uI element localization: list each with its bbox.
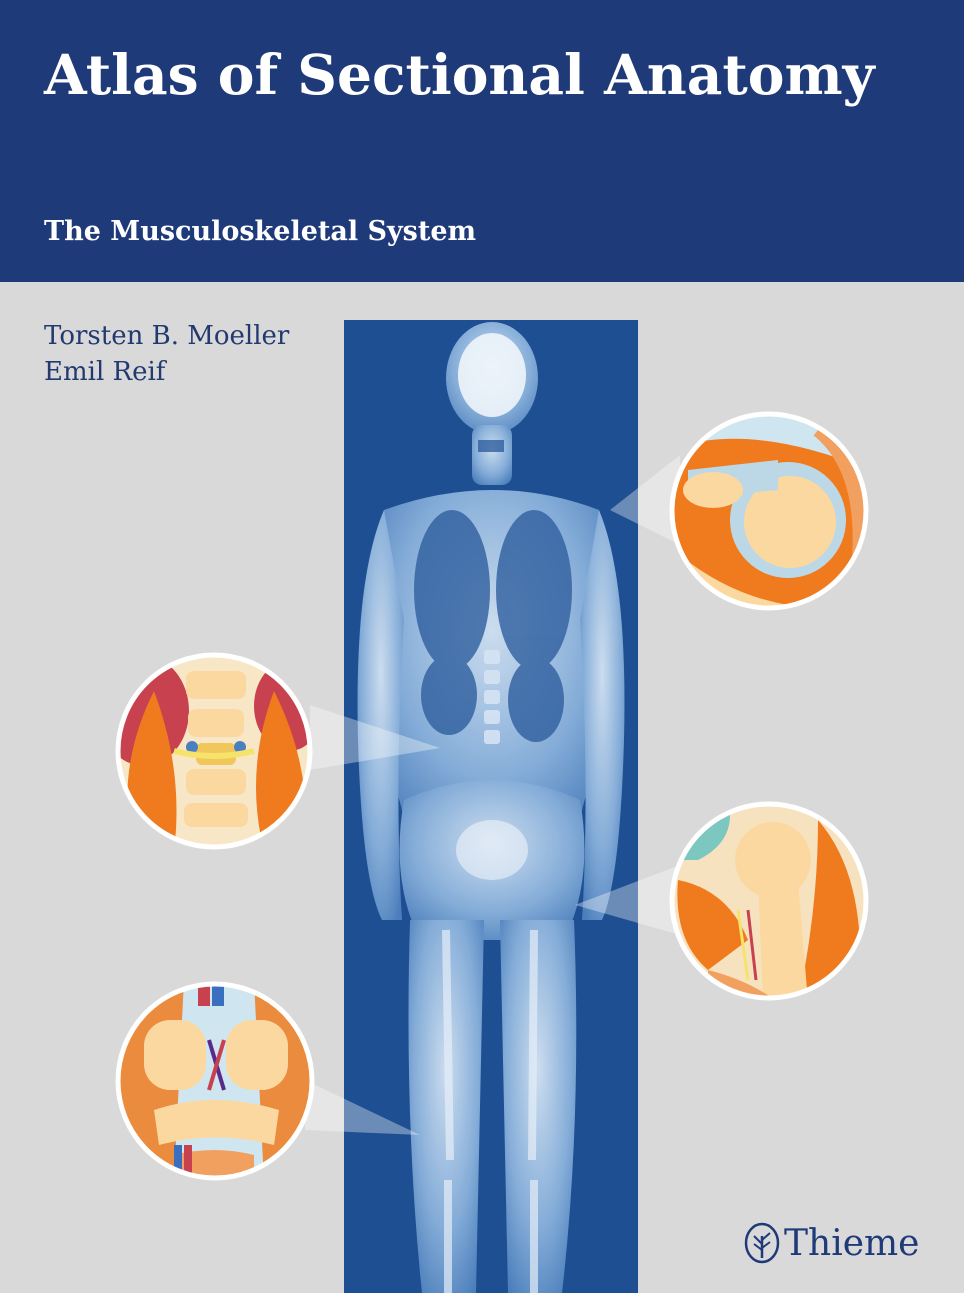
author-name: Emil Reif — [44, 357, 166, 387]
author-list: Torsten B. Moeller Emil Reif — [44, 318, 289, 390]
book-title: Atlas of Sectional Anatomy — [44, 42, 875, 107]
book-subtitle: The Musculoskeletal System — [44, 216, 477, 247]
knee-illustration-inset — [115, 981, 315, 1181]
cover-header: Atlas of Sectional Anatomy The Musculosk… — [0, 0, 964, 282]
shoulder-illustration-inset — [669, 411, 869, 611]
publisher-name: Thieme — [784, 1222, 920, 1264]
author-name: Torsten B. Moeller — [44, 321, 290, 351]
publisher-mark: Thieme — [744, 1222, 919, 1264]
spine-illustration-inset — [115, 652, 313, 850]
tree-logo-icon — [744, 1222, 780, 1264]
mri-body-scan-image — [344, 320, 638, 1293]
hip-illustration-inset — [669, 801, 869, 1001]
